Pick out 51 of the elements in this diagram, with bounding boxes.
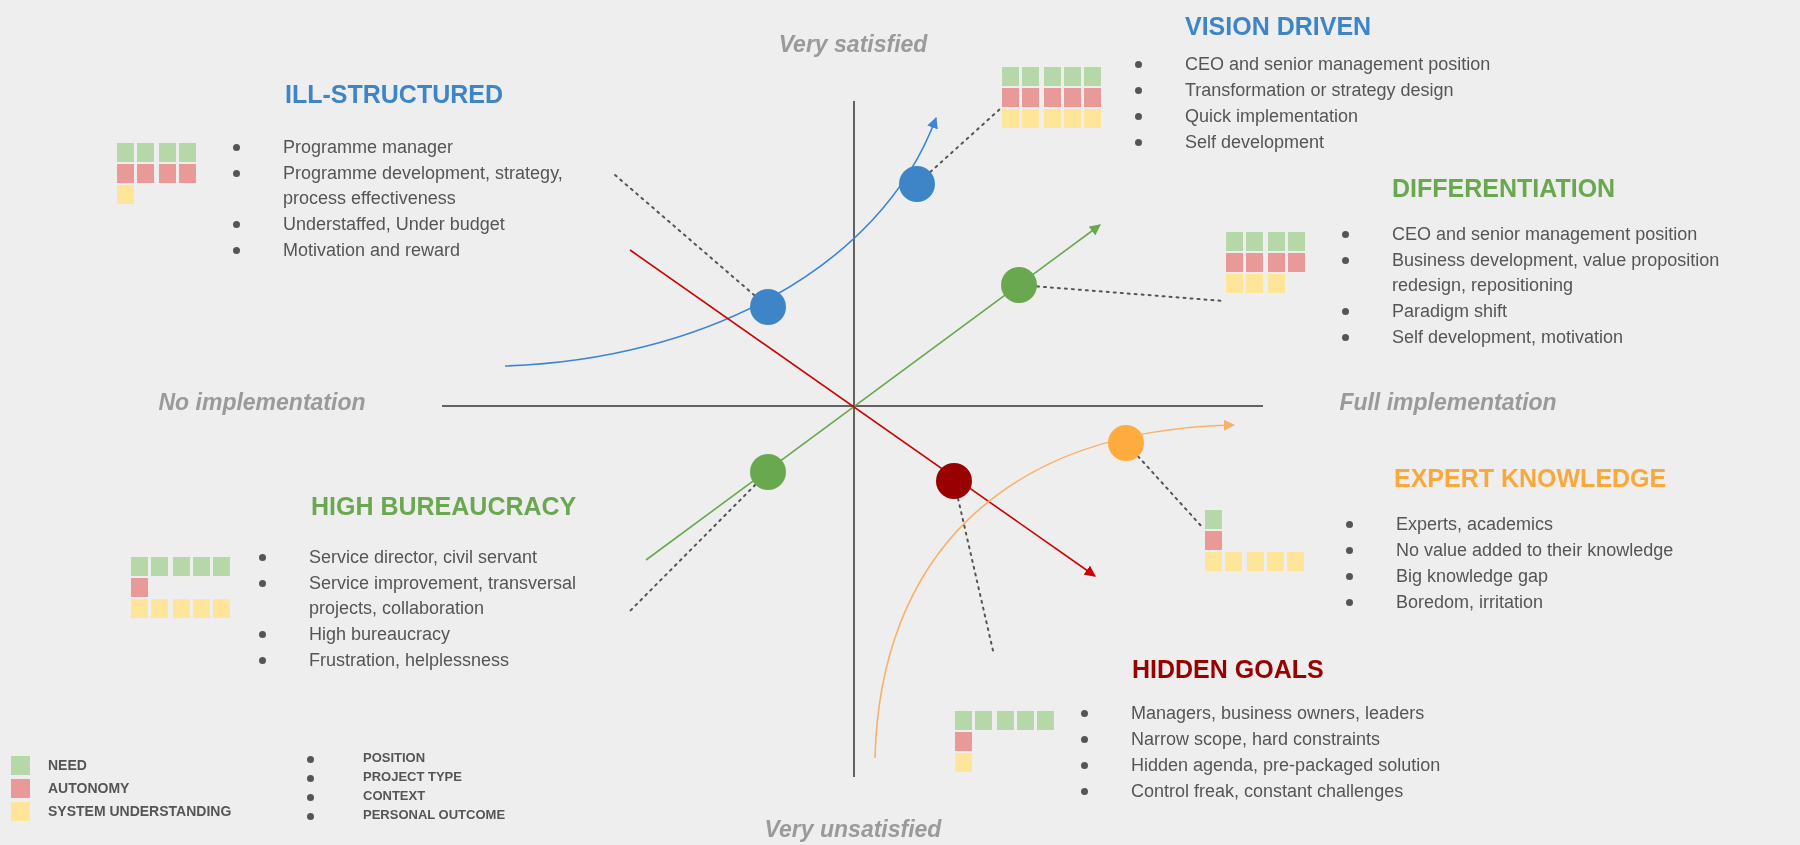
bullet-text: CEO and senior management position [1392,223,1699,246]
bullet-text: Programme development, strategy, process effectiveness [283,162,564,210]
bullet-text: Motivation and reward [283,239,462,262]
bullet-text: Control freak, constant challenges [1131,780,1405,803]
profile-heading: EXPERT KNOWLEDGE [1394,464,1667,493]
bullet-text: Narrow scope, hard constraints [1131,728,1382,751]
bullet-text: High bureaucracy [309,623,452,646]
bullet-text: CEO and senior management position [1185,53,1492,76]
axis-label: No implementation [158,388,366,416]
bullet-text: Managers, business owners, leaders [1131,702,1426,725]
marker-circle [936,463,972,499]
profile-heading: HIGH BUREAUCRACY [311,492,577,521]
bullet-text: Understaffed, Under budget [283,213,506,236]
bullet-text: Self development [1185,131,1326,154]
bullet-text: Business development, value proposition redesign, repositioning [1392,249,1721,297]
profile-heading: DIFFERENTIATION [1392,174,1616,203]
bullet-text: Programme manager [283,136,455,159]
bullet-text: Quick implementation [1185,105,1360,128]
bullet-text: No value added to their knowledge [1396,539,1675,562]
legend-text: AUTONOMY [48,780,130,796]
bullet-text: Big knowledge gap [1396,565,1550,588]
marker-circle [899,166,935,202]
bullet-text: Boredom, irritation [1396,591,1545,614]
marker-circle [1001,267,1037,303]
bullet-text: Hidden agenda, pre-packaged solution [1131,754,1442,777]
axis-label: Very unsatisfied [764,815,942,843]
bullet-text: Transformation or strategy design [1185,79,1455,102]
legend-text: CONTEXT [363,788,426,803]
leader-line [929,108,1001,173]
profile-heading: ILL-STRUCTURED [285,80,504,109]
profile-heading: HIDDEN GOALS [1132,655,1324,684]
leader-line [628,483,757,613]
bullet-text: Experts, academics [1396,513,1555,536]
leader-line [1137,455,1204,529]
profile-heading: VISION DRIVEN [1185,12,1372,41]
bullet-text: Service improvement, transversal projects, collaboration [309,572,578,620]
axis-label: Full implementation [1339,388,1557,416]
legend-text: NEED [48,757,87,773]
bullet-text: Self development, motivation [1392,326,1625,349]
legend-text: PERSONAL OUTCOME [363,807,506,822]
marker-circle [750,454,786,490]
legend-text: PROJECT TYPE [363,769,462,784]
marker-circle [750,289,786,325]
axis-label: Very satisfied [778,30,928,58]
bullet-text: Paradigm shift [1392,300,1509,323]
legend-text: SYSTEM UNDERSTANDING [48,803,232,819]
legend-text: POSITION [363,750,426,765]
leader-line [614,174,756,297]
bullet-text: Frustration, helplessness [309,649,511,672]
bullet-text: Service director, civil servant [309,546,539,569]
marker-circle [1108,425,1144,461]
